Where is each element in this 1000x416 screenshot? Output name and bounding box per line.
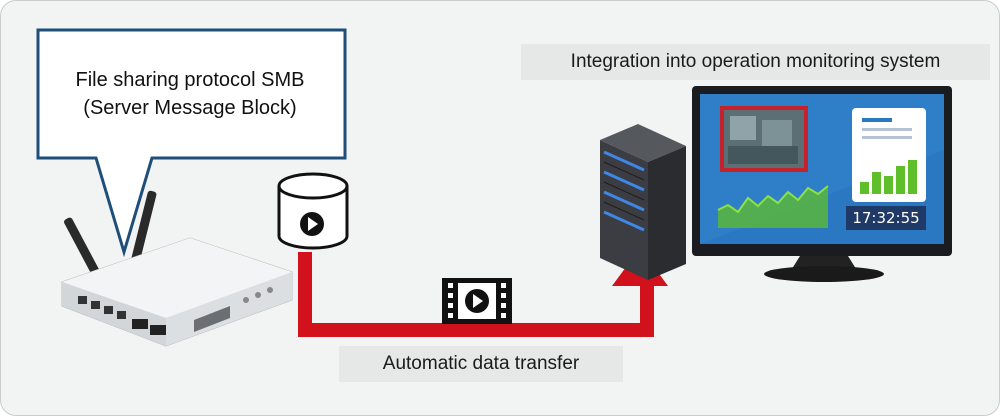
monitor-icon [692, 86, 952, 282]
transfer-label: Automatic data transfer [339, 346, 623, 382]
callout-line-2: (Server Message Block) [83, 97, 297, 119]
server-icon [600, 124, 686, 280]
database-icon [277, 172, 349, 250]
callout-text: File sharing protocol SMB (Server Messag… [40, 66, 340, 122]
video-file-icon [442, 278, 512, 324]
callout-line-1: File sharing protocol SMB [75, 69, 305, 91]
integration-label: Integration into operation monitoring sy… [521, 44, 990, 80]
router-icon [61, 190, 293, 347]
speech-bubble [36, 28, 347, 258]
monitor-time: 17:32:55 [852, 209, 920, 227]
